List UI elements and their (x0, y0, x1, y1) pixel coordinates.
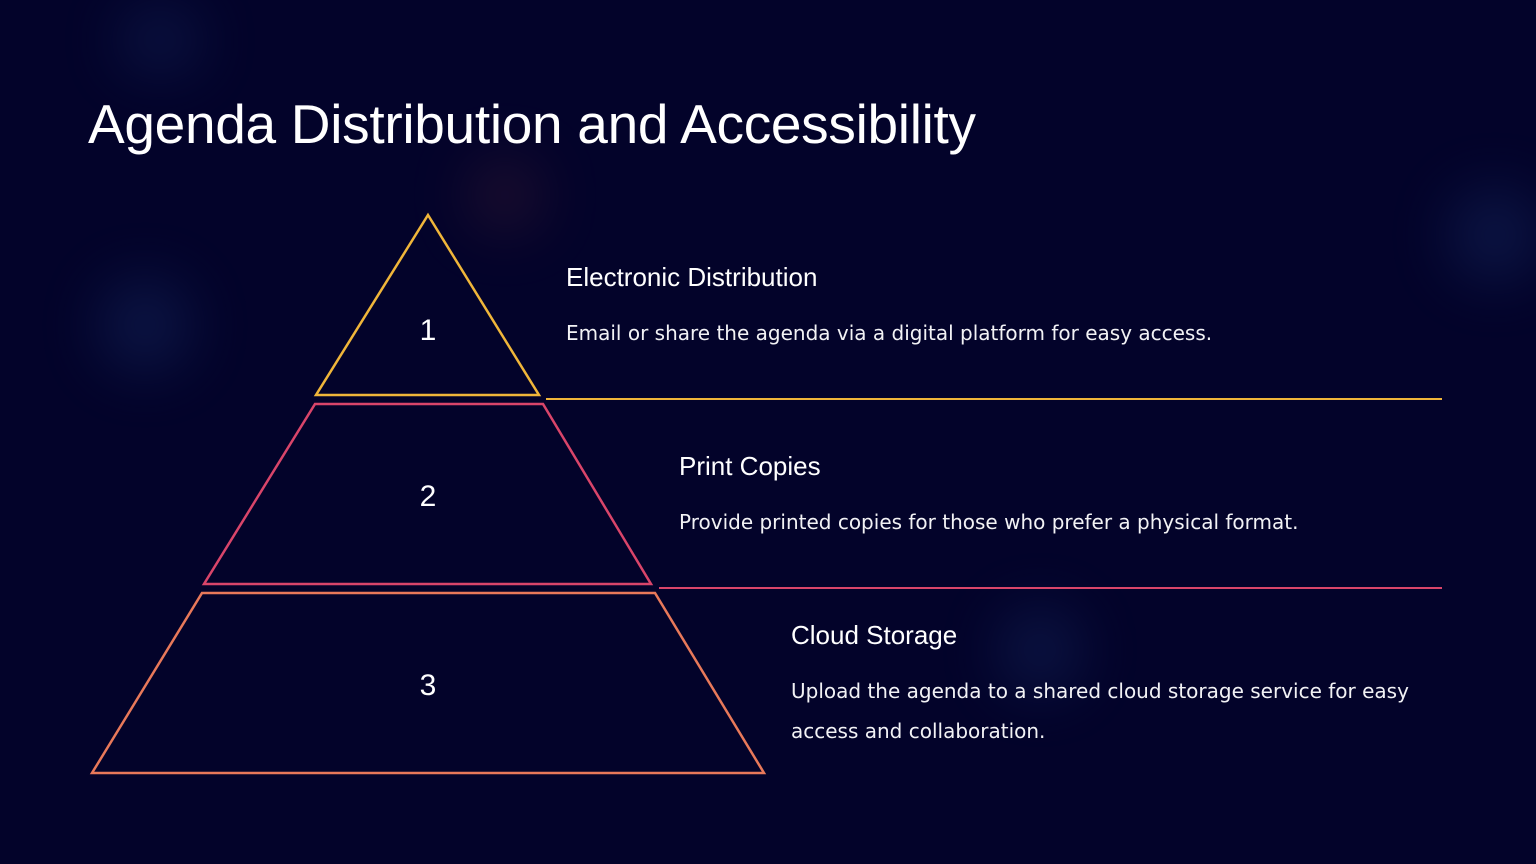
background-glow (100, 280, 190, 370)
level-heading-2: Print Copies (679, 451, 821, 481)
level-number-1: 1 (419, 314, 437, 347)
slide-title: Agenda Distribution and Accessibility (88, 93, 976, 155)
level-description-2: Provide printed copies for those who pre… (679, 510, 1299, 534)
level-description-3: Upload the agenda to a shared cloud stor… (791, 679, 1409, 743)
level-heading-1: Electronic Distribution (566, 262, 818, 292)
level-number-2: 2 (419, 480, 437, 513)
level-number-3: 3 (419, 669, 437, 702)
pyramid-level-3 (89, 591, 767, 775)
level-heading-3: Cloud Storage (791, 620, 958, 650)
pyramid-level-2 (201, 402, 654, 586)
background-glow (470, 160, 540, 230)
background-glow (120, 10, 200, 70)
background-glow (1000, 610, 1080, 690)
pyramid-level-1 (313, 212, 542, 397)
level-description-1: Email or share the agenda via a digital … (566, 321, 1213, 345)
background-glow (1450, 190, 1536, 280)
